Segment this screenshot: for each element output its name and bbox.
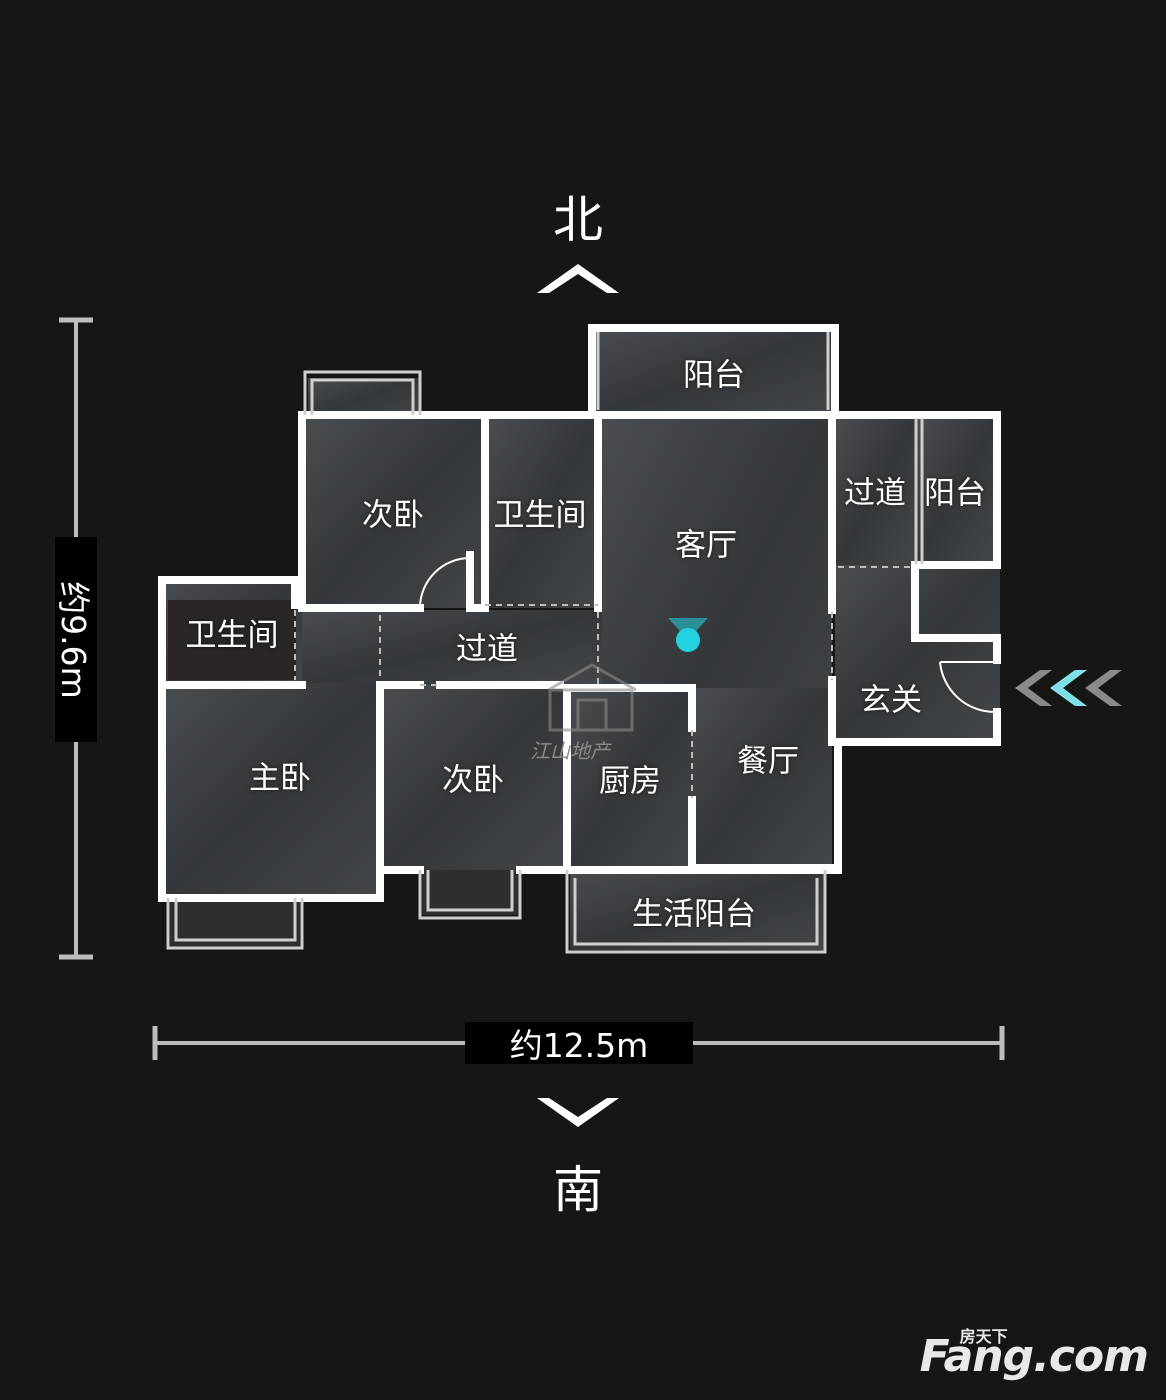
height-dimension-label: 约9.6m (54, 537, 97, 742)
doors (419, 557, 997, 714)
room-label-utility-balcony: 生活阳台 (632, 896, 756, 933)
room-label-bedroom-south: 次卧 (442, 762, 504, 799)
openings (294, 566, 910, 798)
watermark-main-text: Fang.com (919, 1331, 1149, 1382)
fang-watermark-logo: 房天下 Fang.com (919, 1327, 1149, 1382)
watermark-small-text: 房天下 (959, 1327, 1008, 1346)
room-label-dining-room: 餐厅 (737, 743, 799, 780)
room-label-balcony-north: 阳台 (683, 357, 745, 394)
room-label-corridor-east: 过道 (844, 475, 906, 512)
chevron-up-icon (537, 264, 619, 293)
room-label-kitchen: 厨房 (599, 763, 661, 800)
width-dimension-label: 约12.5m (465, 1022, 693, 1065)
balcony-railings (166, 332, 924, 954)
room-label-master-bedroom: 主卧 (249, 760, 311, 797)
floor-areas (162, 328, 1000, 950)
compass-north-label: 北 (553, 191, 603, 249)
compass-south-label: 南 (553, 1161, 603, 1219)
entry-arrows-icon (1015, 670, 1122, 706)
builder-house-mark (547, 663, 637, 732)
room-label-entrance: 玄关 (860, 682, 922, 719)
builder-mark: 江山地产 (530, 739, 610, 763)
room-label-bathroom-center: 卫生间 (493, 497, 587, 534)
walls (158, 324, 1001, 902)
room-label-bedroom-north: 次卧 (362, 497, 424, 534)
room-label-balcony-east: 阳台 (924, 475, 986, 512)
position-marker-icon (668, 618, 708, 652)
chevron-down-icon (537, 1098, 619, 1127)
room-label-bathroom-west: 卫生间 (185, 617, 279, 654)
room-label-living-room: 客厅 (675, 527, 737, 564)
room-label-corridor-center: 过道 (456, 631, 518, 668)
